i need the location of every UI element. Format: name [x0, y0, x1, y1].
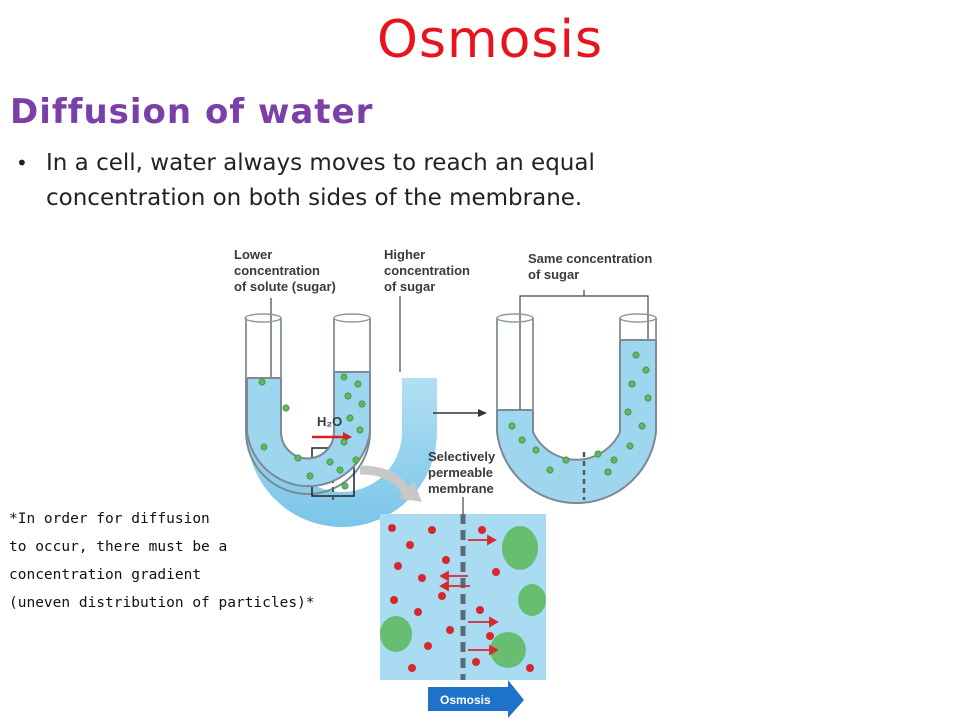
bullet-line-1: In a cell, water always moves to reach a…: [46, 150, 595, 176]
water-flow-arrows: [439, 534, 499, 656]
higher-concentration-label: Higher concentration of sugar: [384, 247, 474, 294]
bullet-icon: •: [16, 151, 28, 175]
membrane-label: Selectively permeable membrane: [428, 449, 499, 496]
sugar-blob: [502, 526, 538, 570]
same-concentration-label: Same concentration of sugar: [528, 251, 656, 282]
osmosis-arrow: Osmosis: [428, 680, 524, 718]
slide-title: Osmosis: [376, 10, 604, 70]
water-before: [246, 371, 371, 488]
note-line-4: (uneven distribution of particles)*: [9, 595, 315, 611]
sugar-particles: [258, 351, 652, 490]
gradient-note: *In order for diffusion to occur, there …: [9, 505, 389, 617]
lower-concentration-label: Lower concentration of solute (sugar): [234, 247, 336, 294]
h2o-label: H₂O: [317, 414, 342, 429]
note-line-1: *In order for diffusion: [9, 511, 210, 527]
bullet-point: • In a cell, water always moves to reach…: [16, 146, 916, 216]
tube-walls-after: [496, 318, 657, 410]
water-after: [496, 339, 657, 505]
bullet-line-2: concentration on both sides of the membr…: [46, 185, 583, 211]
tube-walls-before: [245, 318, 371, 378]
note-line-3: concentration gradient: [9, 567, 202, 583]
note-line-2: to occur, there must be a: [9, 539, 228, 555]
water-molecules: [388, 524, 534, 672]
osmosis-label: Osmosis: [440, 693, 491, 707]
slide-subtitle: Diffusion of water: [10, 92, 374, 132]
